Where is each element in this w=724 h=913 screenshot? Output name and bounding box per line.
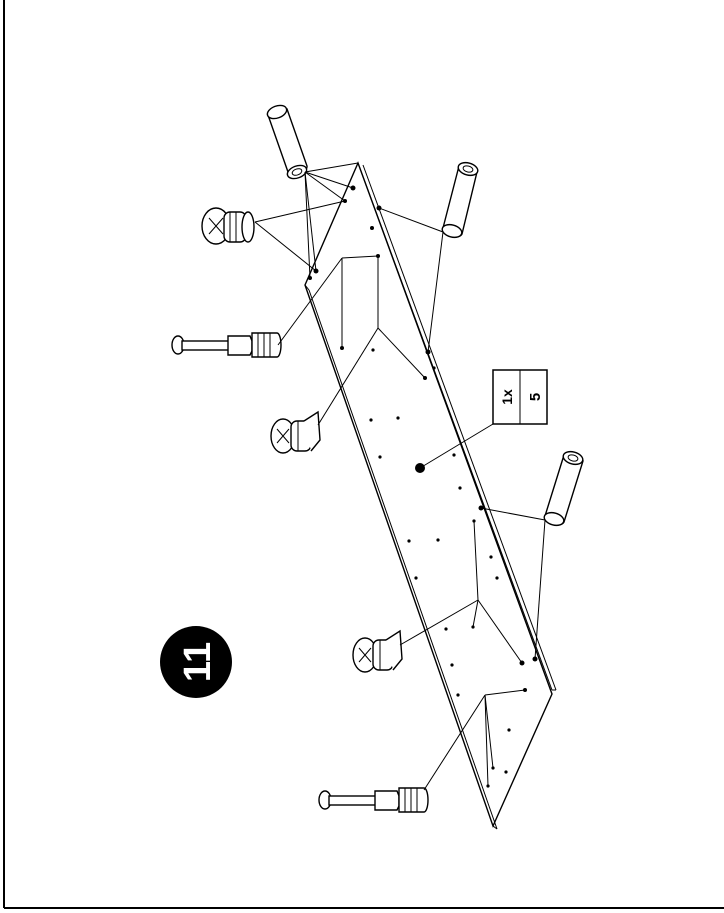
cam-lock-middle <box>270 410 321 454</box>
step-number: 11 <box>177 642 219 682</box>
callout-part-number: 5 <box>527 393 544 401</box>
cam-bolt-top <box>171 332 282 358</box>
dowel-top-left <box>266 104 308 180</box>
step-badge-circle <box>160 626 232 698</box>
callout-quantity: 1x <box>499 389 515 405</box>
panel-board <box>304 161 557 830</box>
part-callout: 1x 5 <box>492 369 548 425</box>
dowel-middle-right <box>543 450 584 527</box>
dowel-top-right <box>441 161 479 239</box>
cam-lock-top <box>201 207 255 245</box>
step-badge: 11 <box>160 626 232 698</box>
cam-bolt-bottom <box>318 787 429 813</box>
cam-lock-bottom <box>352 629 403 673</box>
leader-lines <box>254 162 546 791</box>
